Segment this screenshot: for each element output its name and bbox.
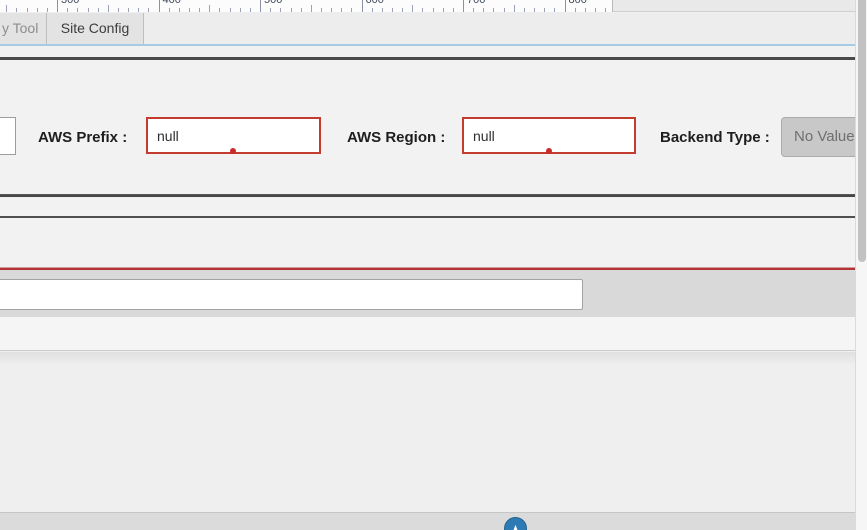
ruler-label: 400	[162, 0, 181, 6]
tab-tool[interactable]: y Tool	[0, 13, 47, 44]
ruler-tick	[442, 8, 444, 12]
ruler-tick	[595, 8, 596, 12]
top-strip: 300 400 500 600 700 800	[0, 0, 855, 12]
ruler-label: 600	[365, 0, 384, 6]
ruler-tick	[452, 8, 454, 12]
ruler-tick	[523, 8, 525, 12]
ruler-tick	[534, 8, 535, 12]
aws-region-label: AWS Region :	[347, 129, 446, 146]
ruler-tick	[412, 5, 414, 12]
ruler-tick	[584, 8, 586, 12]
divider-red	[0, 267, 855, 270]
ruler-tick	[402, 8, 404, 12]
ruler-tick	[391, 8, 393, 12]
ruler-tick	[320, 8, 322, 12]
ruler-tick	[57, 0, 58, 12]
divider-dark-top	[0, 57, 855, 60]
backend-type-select[interactable]: No Value	[781, 117, 867, 157]
ruler-label: 700	[467, 0, 486, 6]
ruler-tick	[16, 8, 18, 12]
ruler-tick	[158, 0, 160, 12]
ruler-tick	[300, 8, 302, 12]
ruler-tick	[605, 8, 607, 12]
ruler-tick	[544, 8, 546, 12]
ruler-tick	[381, 8, 383, 12]
bottom-bar	[0, 512, 855, 530]
ruler-tick	[6, 5, 8, 12]
tab-site-config-label: Site Config	[60, 20, 130, 36]
ruler-tick	[128, 8, 130, 12]
vertical-scrollbar[interactable]	[855, 0, 867, 530]
ruler-tick	[371, 8, 373, 12]
ruler-tick	[67, 8, 69, 12]
tab-bar: y Tool Site Config	[0, 13, 855, 44]
ruler-tick	[351, 8, 353, 12]
aws-prefix-input[interactable]	[146, 117, 321, 154]
ruler-tick	[97, 8, 99, 12]
ruler-tick	[331, 8, 333, 12]
ruler-tick	[513, 5, 515, 12]
backend-type-label: Backend Type :	[660, 129, 770, 146]
ruler-tick	[46, 8, 48, 12]
ruler-tick	[239, 8, 241, 12]
spacer-strip	[0, 218, 855, 267]
wide-text-input[interactable]	[0, 279, 583, 310]
ruler-tick	[432, 8, 434, 12]
ruler: 300 400 500 600 700 800	[0, 0, 613, 12]
ruler-tick	[260, 0, 261, 12]
ruler-tick	[26, 8, 28, 12]
divider-dark-bottom	[0, 216, 855, 218]
ruler-tick	[574, 8, 576, 12]
ruler-tick	[148, 8, 150, 12]
ruler-tick	[483, 8, 485, 12]
error-dot	[546, 148, 552, 154]
spacer-strip	[0, 317, 855, 351]
aws-prefix-label: AWS Prefix :	[38, 129, 128, 146]
ruler-tick	[473, 8, 475, 12]
ruler-tick	[290, 8, 292, 12]
ruler-tick	[36, 8, 38, 12]
ruler-tick	[199, 8, 201, 12]
ruler-tick	[422, 8, 424, 12]
ruler-tick	[310, 5, 312, 12]
ruler-label: 300	[61, 0, 80, 6]
ruler-label: 500	[264, 0, 283, 6]
ruler-tick	[361, 0, 363, 12]
input-toolbar	[0, 270, 855, 317]
ruler-tick	[87, 8, 89, 12]
ruler-tick	[554, 8, 556, 12]
ruler-tick	[229, 8, 231, 12]
scrollbar-thumb[interactable]	[858, 0, 866, 262]
ruler-tick	[503, 8, 505, 12]
accent-divider	[0, 44, 855, 46]
ruler-tick	[564, 0, 566, 12]
ruler-tick	[249, 8, 251, 12]
ruler-tick	[209, 5, 211, 12]
ruler-tick	[138, 8, 140, 12]
ruler-tick	[77, 8, 79, 12]
aws-region-input[interactable]	[462, 117, 636, 154]
ruler-tick	[219, 8, 221, 12]
ruler-tick	[117, 8, 119, 12]
spacer-strip	[0, 198, 855, 216]
ruler-tick	[168, 8, 170, 12]
navigation-arrow-icon	[513, 524, 518, 530]
ruler-tick	[178, 8, 180, 12]
ruler-label: 800	[568, 0, 587, 6]
spacer-strip	[0, 46, 855, 57]
tab-tool-label: y Tool	[2, 20, 39, 36]
ruler-tick	[341, 8, 343, 12]
config-form: AWS Prefix : AWS Region : Backend Type :…	[0, 60, 867, 194]
ruler-tick	[493, 8, 495, 12]
edge-partial-input[interactable]	[0, 117, 16, 155]
ruler-tick	[280, 8, 282, 12]
ruler-tick	[107, 5, 109, 12]
ruler-tick	[189, 8, 190, 12]
error-dot	[230, 148, 236, 154]
ruler-tick	[463, 0, 464, 12]
ruler-tick	[270, 8, 272, 12]
tab-site-config[interactable]: Site Config	[47, 13, 144, 44]
content-area	[0, 352, 855, 512]
divider-dark-double	[0, 194, 855, 197]
